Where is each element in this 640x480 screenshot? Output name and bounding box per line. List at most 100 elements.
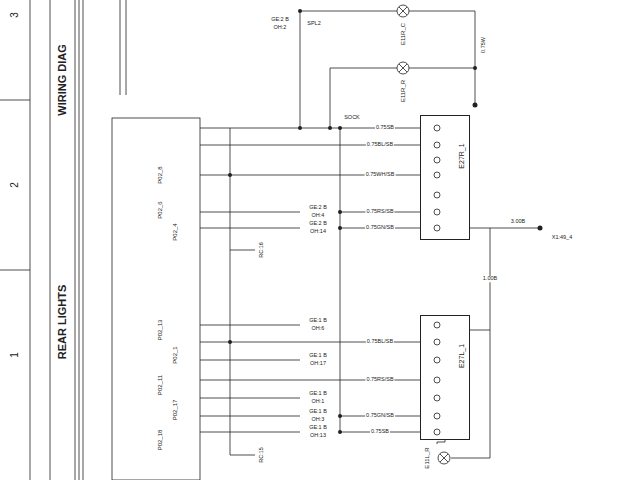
frame-line [75, 0, 76, 480]
wires [200, 11, 540, 458]
wire-label: GE:1 B [308, 318, 328, 324]
junction-dot [228, 340, 232, 344]
wire [200, 228, 300, 229]
lamp-symbol [397, 5, 409, 17]
pin [434, 413, 440, 419]
frame-line [50, 0, 51, 480]
cable-line [120, 0, 121, 95]
connector-pins [434, 125, 440, 435]
wire-label: GE:1 B [308, 391, 328, 397]
wire-label: OH:14 [309, 229, 327, 235]
pin-label: P02_18 [157, 429, 163, 452]
pin [434, 192, 440, 198]
lamp-name: E11L_R [424, 446, 430, 469]
frame-line [83, 0, 84, 480]
pin [434, 125, 440, 131]
wire-label: 0.75BL/SB [366, 339, 394, 345]
wire-label: OH:6 [311, 326, 326, 332]
junction-dot [298, 9, 302, 13]
wire-label: OH:1 [311, 399, 326, 405]
wire-label: OH:2 [273, 25, 288, 31]
wire [200, 398, 300, 399]
pin [434, 209, 440, 215]
connector-name: E27L_1 [458, 343, 465, 369]
junction-dot [228, 173, 232, 177]
wire-label: 0.75WH/SB [365, 172, 396, 178]
pin-label: P02_8 [157, 165, 163, 184]
wire-label: 0.75BL/SB [366, 142, 394, 148]
wire [340, 128, 341, 432]
sheet-zone-number: 3 [10, 11, 20, 19]
sheet-title: REAR LIGHTS [57, 284, 68, 361]
pin [434, 429, 440, 435]
connector-name: E27R_1 [458, 142, 465, 169]
wire [200, 212, 300, 213]
lamp-symbol [438, 452, 450, 464]
junctions [228, 9, 543, 434]
connector-box: E27L_1 [420, 315, 470, 440]
frame [0, 0, 200, 480]
wire-label: GE:1 B [308, 353, 328, 359]
frame-line [79, 0, 80, 480]
wire-label: 0.75GN/SB [365, 413, 395, 419]
sheet-title: WIRING DIAG [57, 43, 68, 117]
wire [300, 11, 301, 128]
pin [434, 377, 440, 383]
pin-label: P02_11 [157, 374, 163, 396]
wire-label: SOCK [343, 115, 361, 121]
frame-line [30, 0, 31, 480]
lamp-symbol [399, 7, 407, 15]
wire [200, 416, 300, 417]
wire-label: OH:13 [309, 433, 327, 439]
lamp-name: E11R_C [400, 22, 406, 46]
lamp: E11L_R [420, 444, 454, 474]
lamp-symbols [397, 5, 450, 464]
wire-label: 3.00B [510, 219, 526, 225]
wire-label: 0.75RS/SB [365, 377, 394, 383]
wire-label: GE:2 B [308, 205, 328, 211]
wire-label: 1.00B [482, 276, 498, 282]
pin [434, 357, 440, 363]
wire-label: 0.75W [481, 36, 487, 54]
pin [434, 322, 440, 328]
lamp-symbol [399, 64, 407, 72]
junction-dot [328, 126, 332, 130]
pin-label: P02_6 [157, 200, 163, 219]
lamp-name: E11R_R [400, 79, 406, 103]
wire-label: X1:49_4 [551, 235, 574, 241]
wire [409, 68, 475, 69]
junction-dot [338, 226, 342, 230]
lamp: E11R_C [393, 3, 413, 49]
junction-dot [338, 414, 342, 418]
wire-connector [437, 440, 445, 444]
pin [434, 339, 440, 345]
wire-label: SPL2 [306, 21, 321, 27]
connector-box: E27R_1 [420, 115, 470, 240]
wire [330, 68, 331, 128]
wire-label: 0.75SB [375, 125, 395, 131]
control-unit-box [112, 118, 200, 480]
junction-dot [473, 66, 477, 70]
wire-label: GE:1 B [308, 409, 328, 415]
wire-label: 0.75RS/SB [365, 209, 394, 215]
pin [434, 395, 440, 401]
lamp-symbol [440, 454, 448, 462]
junction-dot [298, 126, 302, 130]
frame-line [0, 270, 30, 271]
wire-label: OH:3 [311, 417, 326, 423]
wire-label: RC:16 [259, 241, 265, 259]
wire-label: OH:17 [309, 361, 327, 367]
wire-label: OH:4 [311, 213, 326, 219]
wire [300, 11, 397, 12]
wire [200, 325, 300, 326]
pin-label: P02_1 [172, 345, 178, 364]
lamp-symbol [397, 62, 409, 74]
junction-dot [338, 126, 342, 130]
lamp: E11R_R [393, 60, 413, 106]
ground-dot [473, 103, 478, 108]
frame-line [0, 100, 30, 101]
wire-label: 0.75SB [370, 429, 390, 435]
pin [434, 225, 440, 231]
cable-line [126, 0, 127, 95]
